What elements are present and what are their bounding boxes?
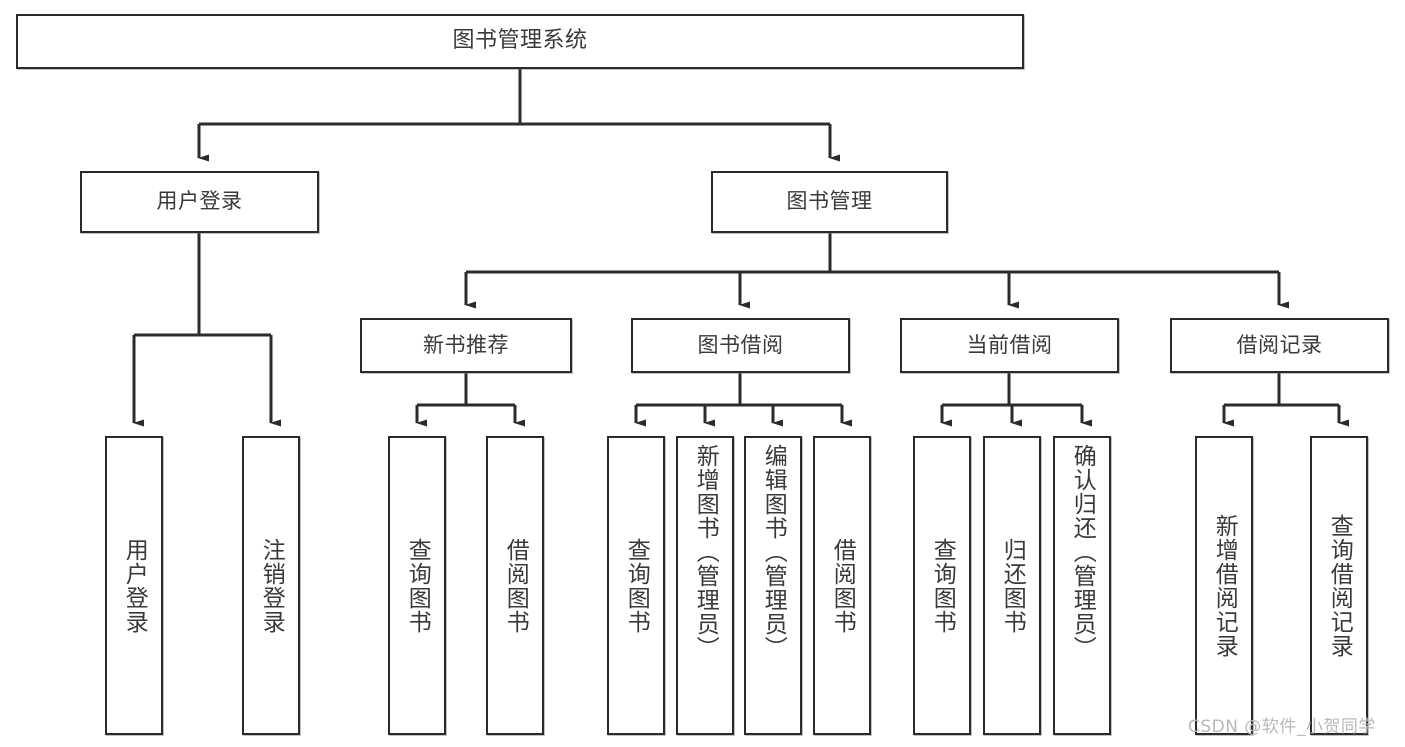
node-label: 新增图书（管理员） (692, 444, 719, 660)
node-label: 查询借阅记录 (1326, 513, 1353, 658)
leaf-borrow-book-recommend[interactable]: 借阅图书 (486, 436, 544, 735)
node-user-login[interactable]: 用户登录 (80, 171, 319, 233)
node-root-book-management-system[interactable]: 图书管理系统 (16, 14, 1024, 69)
node-label: 用户登录 (156, 189, 243, 214)
node-label: 注销登录 (258, 537, 285, 634)
node-label: 当前借阅 (966, 332, 1053, 357)
node-label: 图书管理系统 (452, 28, 588, 54)
node-label: 图书借阅 (697, 332, 784, 357)
node-label: 查询图书 (623, 537, 650, 634)
node-label: 借阅记录 (1236, 332, 1323, 357)
node-book-borrow[interactable]: 图书借阅 (631, 318, 850, 373)
node-new-book-recommend[interactable]: 新书推荐 (360, 318, 572, 373)
leaf-return-book[interactable]: 归还图书 (983, 436, 1041, 735)
node-label: 用户登录 (121, 537, 148, 634)
leaf-query-book-borrow[interactable]: 查询图书 (607, 436, 665, 735)
leaf-query-book-recommend[interactable]: 查询图书 (388, 436, 446, 735)
node-book-management[interactable]: 图书管理 (711, 171, 948, 233)
leaf-query-borrow-record[interactable]: 查询借阅记录 (1310, 436, 1368, 735)
node-label: 新增借阅记录 (1211, 513, 1238, 658)
leaf-query-book-current[interactable]: 查询图书 (913, 436, 971, 735)
node-label: 借阅图书 (829, 537, 856, 634)
node-borrow-record[interactable]: 借阅记录 (1170, 318, 1389, 373)
leaf-add-borrow-record[interactable]: 新增借阅记录 (1195, 436, 1253, 735)
leaf-user-login[interactable]: 用户登录 (105, 436, 163, 735)
node-label: 图书管理 (786, 189, 873, 214)
node-label: 查询图书 (404, 537, 431, 634)
node-label: 编辑图书（管理员） (760, 444, 787, 660)
node-label: 归还图书 (999, 537, 1026, 634)
watermark-text: CSDN @软件_小贺同学 (1188, 717, 1376, 737)
node-current-borrow[interactable]: 当前借阅 (900, 318, 1119, 373)
leaf-borrow-book[interactable]: 借阅图书 (813, 436, 871, 735)
leaf-add-book-admin[interactable]: 新增图书（管理员） (676, 436, 734, 735)
leaf-confirm-return-admin[interactable]: 确认归还（管理员） (1053, 436, 1111, 735)
leaf-edit-book-admin[interactable]: 编辑图书（管理员） (744, 436, 802, 735)
node-label: 新书推荐 (423, 332, 509, 357)
node-label: 借阅图书 (502, 537, 529, 634)
node-label: 查询图书 (929, 537, 956, 634)
leaf-user-logout[interactable]: 注销登录 (242, 436, 300, 735)
node-label: 确认归还（管理员） (1069, 444, 1096, 660)
